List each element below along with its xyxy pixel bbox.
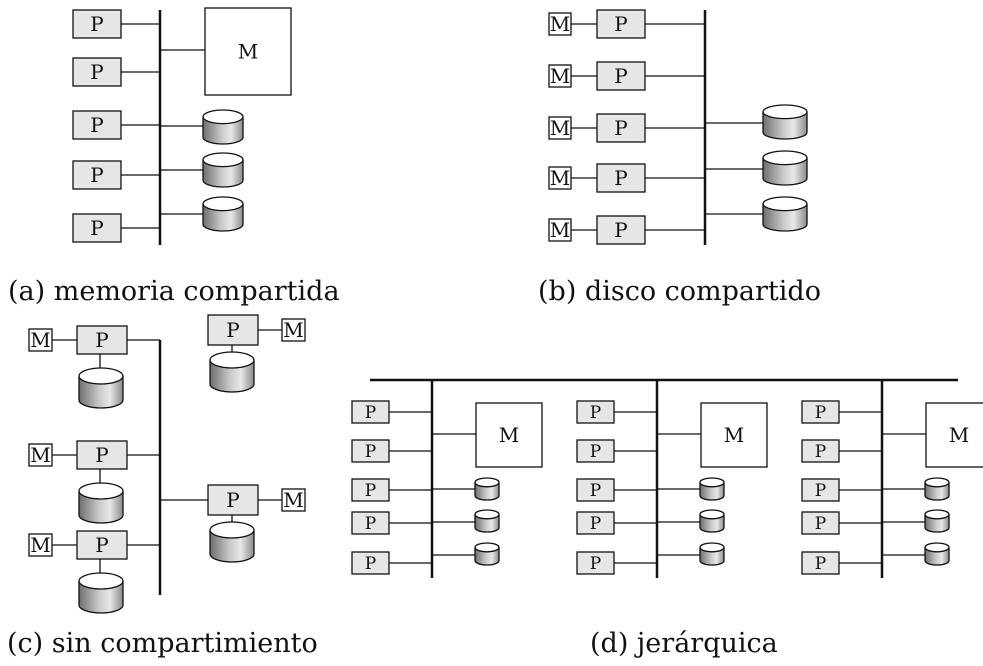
- panel-shared-disk: M P M P M P M P M P: [548, 9, 808, 245]
- disk-icon: [699, 477, 725, 501]
- disk-icon: [474, 542, 500, 566]
- disk-icon: [474, 509, 500, 533]
- memory-label: M: [283, 318, 303, 342]
- processor-label: P: [815, 403, 826, 423]
- processor-label: P: [95, 533, 108, 557]
- processor-label: P: [590, 442, 601, 462]
- disk-icon: [474, 477, 500, 501]
- processor-label: P: [614, 166, 627, 190]
- caption-shared-nothing: (c) sin compartimiento: [7, 628, 318, 659]
- disk-icon: [699, 509, 725, 533]
- caption-hierarchical: (d) jerárquica: [590, 628, 778, 659]
- processor-label: P: [95, 328, 108, 352]
- processor-label: P: [90, 60, 103, 84]
- processor-label: P: [90, 12, 103, 36]
- processor-box: [76, 440, 128, 470]
- processor-label: P: [590, 514, 601, 534]
- caption-shared-disk: (b) disco compartido: [538, 276, 821, 307]
- processor-label: P: [365, 481, 376, 501]
- memory-label: M: [949, 423, 969, 447]
- memory-box: [700, 402, 768, 468]
- disk-icon: [202, 196, 244, 232]
- disk-icon: [924, 509, 950, 533]
- caption-shared-memory: (a) memoria compartida: [8, 276, 340, 307]
- processor-label: P: [614, 12, 627, 36]
- processor-box: [76, 325, 128, 355]
- memory-box: [281, 488, 306, 512]
- processor-box: [596, 215, 646, 245]
- disk-icon: [78, 482, 124, 524]
- processor-label: P: [365, 442, 376, 462]
- memory-box: [475, 402, 543, 468]
- processor-label: P: [614, 64, 627, 88]
- processor-label: P: [95, 443, 108, 467]
- processor-label: P: [226, 488, 239, 512]
- processor-label: P: [590, 481, 601, 501]
- memory-label: M: [724, 423, 744, 447]
- processor-label: P: [815, 442, 826, 462]
- disk-icon: [699, 542, 725, 566]
- memory-label: M: [499, 423, 519, 447]
- panel-shared-nothing: M P M P M P P M P M: [28, 314, 306, 614]
- processor-label: P: [90, 113, 103, 137]
- processor-label: P: [614, 218, 627, 242]
- processor-box: [72, 110, 122, 140]
- processor-label: P: [90, 216, 103, 240]
- processor-label: P: [365, 514, 376, 534]
- processor-box: [72, 213, 122, 243]
- disk-icon: [209, 521, 255, 563]
- memory-label: M: [283, 488, 303, 512]
- processor-label: P: [226, 318, 239, 342]
- memory-label: M: [30, 533, 50, 557]
- processor-label: P: [365, 554, 376, 574]
- processor-label: P: [590, 554, 601, 574]
- memory-box: [204, 7, 292, 96]
- disk-icon: [924, 477, 950, 501]
- memory-label: M: [550, 218, 570, 242]
- memory-label: M: [550, 64, 570, 88]
- memory-label: M: [30, 443, 50, 467]
- disk-icon: [924, 542, 950, 566]
- memory-label: M: [30, 328, 50, 352]
- processor-label: P: [815, 514, 826, 534]
- memory-box: [281, 318, 306, 342]
- disk-icon: [762, 150, 808, 186]
- disk-icon: [202, 152, 244, 188]
- processor-box: [596, 61, 646, 91]
- processor-label: P: [365, 403, 376, 423]
- memory-label: M: [550, 116, 570, 140]
- processor-label: P: [614, 116, 627, 140]
- processor-label: P: [590, 403, 601, 423]
- memory-box: [925, 402, 983, 468]
- processor-box: [72, 160, 122, 190]
- disk-icon: [209, 351, 255, 393]
- disk-icon: [762, 196, 808, 232]
- memory-label: M: [238, 40, 258, 64]
- disk-icon: [762, 104, 808, 140]
- disk-icon: [78, 572, 124, 614]
- disk-icon: [78, 367, 124, 409]
- disk-icon: [202, 109, 244, 145]
- processor-label: P: [815, 554, 826, 574]
- processor-box: [596, 9, 646, 39]
- memory-label: M: [550, 166, 570, 190]
- memory-label: M: [550, 12, 570, 36]
- processor-label: P: [90, 163, 103, 187]
- processor-label: P: [815, 481, 826, 501]
